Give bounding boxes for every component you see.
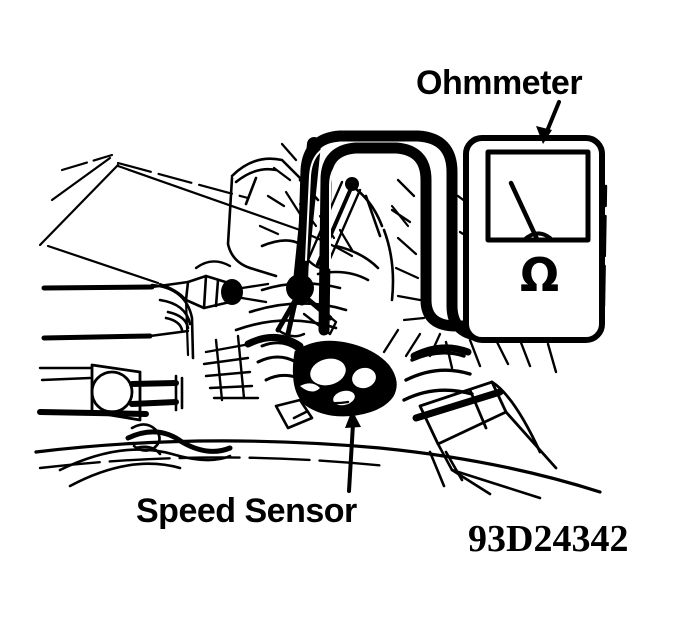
test-lead-inner	[318, 142, 496, 336]
gearbox-housing	[226, 157, 395, 332]
lower-linkage	[58, 423, 232, 488]
ohm-symbol-label: Ω	[520, 248, 560, 302]
speed-sensor-label: Speed Sensor	[136, 492, 357, 530]
ground-edge	[34, 439, 602, 494]
sensor-bracket-hatch	[202, 334, 260, 402]
ohmmeter-label: Ohmmeter	[416, 64, 583, 102]
right-vertical-struts	[444, 338, 558, 374]
test-lead-inner-highlight	[329, 155, 357, 269]
speed-sensor-arrowhead	[345, 410, 361, 428]
ohmmeter-arrowhead	[536, 126, 552, 144]
suspension-arm	[150, 283, 195, 360]
ohmmeter-needle	[508, 180, 540, 242]
speed-sensor-body	[292, 340, 397, 417]
sensor-base-plate	[274, 398, 314, 430]
knuckle-bracket	[428, 442, 542, 500]
figure-id-label: 93D24342	[468, 518, 629, 560]
bushing-bolt	[129, 380, 179, 407]
ground-edge-lower	[38, 456, 388, 470]
sensor-detail-lines	[302, 354, 384, 405]
rod-pivot-ball	[345, 177, 359, 191]
bushing-bolt-ends	[174, 374, 184, 412]
ohmmeter-display	[485, 149, 591, 243]
bushing-edges	[38, 366, 94, 382]
connector-leads	[194, 260, 270, 304]
axle-boot-thick	[410, 344, 472, 360]
sensor-mount	[256, 341, 300, 382]
axle-shaft	[418, 380, 558, 470]
axle-shaft-dark	[412, 388, 504, 422]
connector-plug	[221, 279, 243, 305]
sensor-highlights	[300, 358, 376, 406]
ohmmeter-needle-pivot	[522, 231, 552, 242]
line-art-group	[34, 100, 608, 500]
background-hatching-left	[258, 142, 298, 236]
bushing-base-bar	[37, 409, 149, 417]
sensor-mount-dark	[244, 334, 304, 350]
test-lead-outer-highlight	[305, 143, 341, 261]
left-rib-bars	[41, 284, 155, 341]
speed-sensor-callout-arrow	[347, 422, 355, 493]
